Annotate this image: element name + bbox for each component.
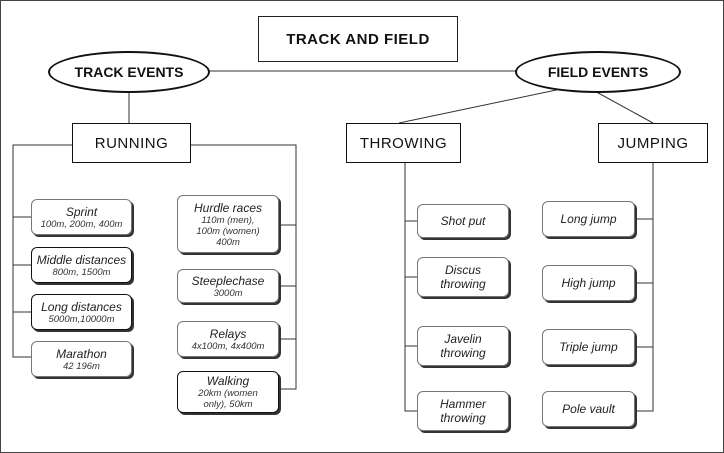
event-name: Middle distances xyxy=(36,252,127,267)
track-events-node: TRACK EVENTS xyxy=(48,51,210,93)
field-throwing-line xyxy=(398,88,562,124)
jumping-bracket xyxy=(635,163,654,412)
event-discus-throwing: Discus throwing xyxy=(417,257,509,297)
event-long-distances: Long distances 5000m,10000m xyxy=(31,294,132,330)
throwing-bracket xyxy=(404,163,417,412)
running-left-bracket xyxy=(12,144,73,358)
event-hurdle-races: Hurdle races 110m (men), 100m (women) 40… xyxy=(177,195,279,253)
event-middle-distances: Middle distances 800m, 1500m xyxy=(31,247,132,283)
event-name: Sprint xyxy=(65,204,98,219)
event-detail: 110m (men), xyxy=(201,214,255,226)
event-detail: 20km (women xyxy=(198,388,258,399)
jumping-node: JUMPING xyxy=(598,123,708,163)
throwing-node: THROWING xyxy=(346,123,461,163)
event-name: Pole vault xyxy=(562,402,615,416)
event-walking: Walking 20km (women only), 50km xyxy=(177,371,279,413)
field-jumping-line xyxy=(590,88,654,124)
event-name: Shot put xyxy=(440,214,486,228)
event-relays: Relays 4x100m, 4x400m xyxy=(177,321,279,357)
running-node: RUNNING xyxy=(72,123,191,163)
event-steeplechase: Steeplechase 3000m xyxy=(177,269,279,303)
event-detail: 42 196m xyxy=(63,360,100,372)
event-marathon: Marathon 42 196m xyxy=(31,341,132,377)
event-name: Walking xyxy=(206,374,250,388)
event-name: Marathon xyxy=(56,346,107,361)
event-pole-vault: Pole vault xyxy=(542,391,635,427)
event-detail: 4x100m, 4x400m xyxy=(191,340,265,352)
event-detail: 800m, 1500m xyxy=(52,266,111,278)
event-shot-put: Shot put xyxy=(417,204,509,238)
field-events-node: FIELD EVENTS xyxy=(515,51,681,93)
event-name: Javelin xyxy=(444,332,482,346)
event-name: Steeplechase xyxy=(191,273,265,288)
event-triple-jump: Triple jump xyxy=(542,329,635,365)
event-javelin-throwing: Javelin throwing xyxy=(417,326,509,366)
event-high-jump: High jump xyxy=(542,265,635,301)
event-long-jump: Long jump xyxy=(542,201,635,237)
event-name-cont: throwing xyxy=(440,411,486,425)
event-hammer-throwing: Hammer throwing xyxy=(417,391,509,431)
event-name: Long distances xyxy=(41,299,122,314)
event-name: Long jump xyxy=(560,212,617,226)
event-name: Triple jump xyxy=(559,340,618,354)
event-detail: 100m, 200m, 400m xyxy=(40,218,123,230)
event-name: Hurdle races xyxy=(193,200,263,215)
event-detail: only), 50km xyxy=(203,399,253,410)
diagram-title: TRACK AND FIELD xyxy=(258,16,458,62)
event-name: Relays xyxy=(209,326,247,341)
event-name: High jump xyxy=(561,276,616,290)
event-detail: 5000m,10000m xyxy=(48,313,115,325)
event-name: Discus xyxy=(444,263,481,277)
event-name-cont: throwing xyxy=(440,346,486,360)
event-sprint: Sprint 100m, 200m, 400m xyxy=(31,199,132,235)
event-detail: 400m xyxy=(216,236,240,248)
running-right-bracket xyxy=(191,144,297,390)
event-name: Hammer xyxy=(439,397,486,411)
event-name-cont: throwing xyxy=(440,277,486,291)
event-detail: 100m (women) xyxy=(196,225,260,237)
event-detail: 3000m xyxy=(213,287,243,299)
